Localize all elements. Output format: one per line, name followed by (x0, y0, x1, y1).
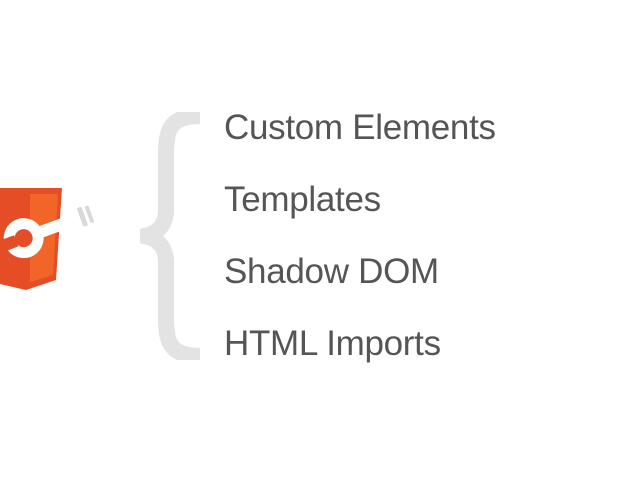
feature-templates: Templates (224, 180, 381, 219)
feature-shadow-dom: Shadow DOM (224, 252, 439, 291)
feature-html-imports: HTML Imports (224, 324, 441, 363)
feature-list: Custom Elements Templates Shadow DOM HTM… (224, 110, 496, 362)
feature-custom-elements: Custom Elements (224, 108, 496, 147)
curly-brace-icon (140, 112, 201, 360)
html5-wrench-logo-icon (0, 188, 95, 290)
